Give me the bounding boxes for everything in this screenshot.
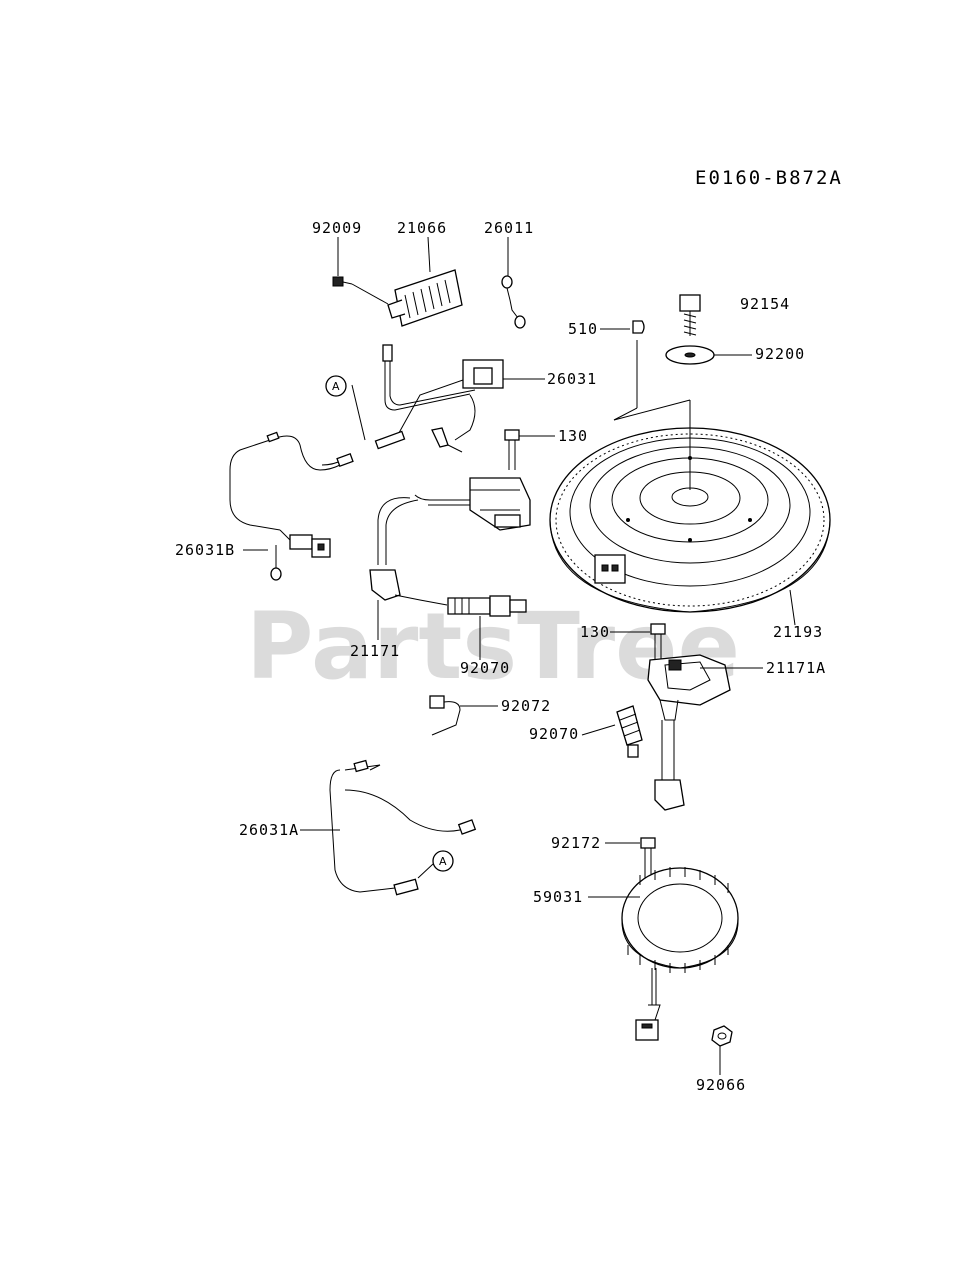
label-92070-lower: 92070 [529, 725, 579, 743]
label-21171A: 21171A [766, 659, 826, 677]
label-130-lower: 130 [580, 623, 610, 641]
label-26011: 26011 [484, 219, 534, 237]
label-92200: 92200 [755, 345, 805, 363]
washer-92200[interactable] [665, 345, 715, 365]
label-92154: 92154 [740, 295, 790, 313]
diagram-code: E0160-B872A [695, 167, 843, 189]
bolt-130-lower[interactable] [650, 623, 666, 660]
leader-lines [243, 236, 796, 1075]
lead-26011[interactable] [501, 275, 526, 329]
connector-mark-a-bottom: A [417, 850, 454, 879]
svg-text:A: A [332, 380, 340, 393]
label-92070-upper: 92070 [460, 659, 510, 677]
connector-mark-a-top: A [325, 375, 347, 397]
label-21171: 21171 [350, 642, 400, 660]
ignition-coil-21171[interactable] [369, 477, 531, 606]
harness-26031[interactable] [374, 344, 504, 453]
regulator-21066[interactable] [387, 269, 463, 327]
label-21066: 21066 [397, 219, 447, 237]
label-92172: 92172 [551, 834, 601, 852]
ignition-coil-21171A[interactable] [647, 654, 731, 811]
spark-plug-upper[interactable] [447, 595, 527, 617]
lead-26031A[interactable] [329, 759, 477, 896]
key-510[interactable] [632, 320, 645, 334]
label-92072: 92072 [501, 697, 551, 715]
label-26031B: 26031B [175, 541, 235, 559]
label-92009: 92009 [312, 219, 362, 237]
label-26031A: 26031A [239, 821, 299, 839]
label-26031: 26031 [547, 370, 597, 388]
spark-plug-lower[interactable] [616, 705, 643, 758]
stator-59031[interactable] [621, 867, 739, 1041]
label-21193: 21193 [773, 623, 823, 641]
bolt-130-upper[interactable] [504, 429, 520, 470]
label-92066: 92066 [696, 1076, 746, 1094]
label-59031: 59031 [533, 888, 583, 906]
screw-92009[interactable] [332, 276, 353, 287]
bolt-92154[interactable] [679, 294, 701, 336]
label-130-upper: 130 [558, 427, 588, 445]
nut-92066[interactable] [711, 1025, 733, 1047]
label-510: 510 [568, 320, 598, 338]
svg-text:A: A [439, 855, 447, 868]
lead-26031B[interactable] [229, 431, 354, 581]
lead-92072[interactable] [429, 695, 461, 736]
